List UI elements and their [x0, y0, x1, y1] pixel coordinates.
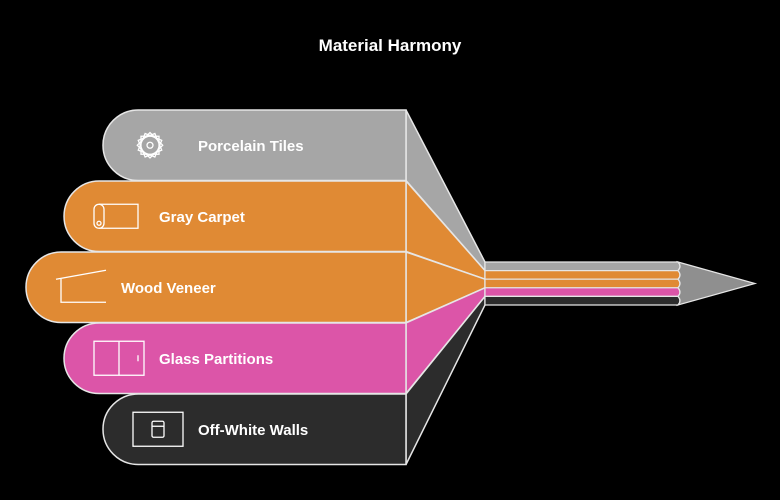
- wood-panel-icon: [55, 269, 107, 303]
- bar-label: Glass Partitions: [159, 351, 273, 368]
- pencil-stripe-glass-partitions: [484, 287, 681, 297]
- material-bar-gray-carpet: Gray Carpet: [63, 180, 407, 253]
- sliding-door-icon: [93, 340, 145, 376]
- bar-label: Off-White Walls: [198, 422, 308, 439]
- material-bar-porcelain-tiles: Porcelain Tiles: [102, 109, 407, 182]
- bar-shape: [25, 251, 407, 324]
- bar-label: Wood Veneer: [121, 280, 216, 297]
- bar-label: Gray Carpet: [159, 209, 245, 226]
- bar-label: Porcelain Tiles: [198, 138, 304, 155]
- pencil-tip: [676, 260, 758, 307]
- material-bar-off-white-walls: Off-White Walls: [102, 393, 407, 466]
- bar-shape: [102, 109, 407, 182]
- bar-shape: [63, 180, 407, 253]
- wall-icon: [132, 411, 184, 447]
- carpet-roll-icon: [93, 203, 139, 229]
- pencil-stripe-gray-carpet: [484, 270, 681, 280]
- pencil-stripe-porcelain-tiles: [484, 261, 681, 272]
- pencil-stripe-wood-veneer: [484, 278, 681, 289]
- material-bar-glass-partitions: Glass Partitions: [63, 322, 407, 395]
- pencil-stripe-off-white-walls: [484, 295, 681, 306]
- material-bar-wood-veneer: Wood Veneer: [25, 251, 407, 324]
- tile-pattern-icon: [136, 131, 164, 159]
- bar-shape: [63, 322, 407, 395]
- diagram-title: Material Harmony: [318, 36, 462, 55]
